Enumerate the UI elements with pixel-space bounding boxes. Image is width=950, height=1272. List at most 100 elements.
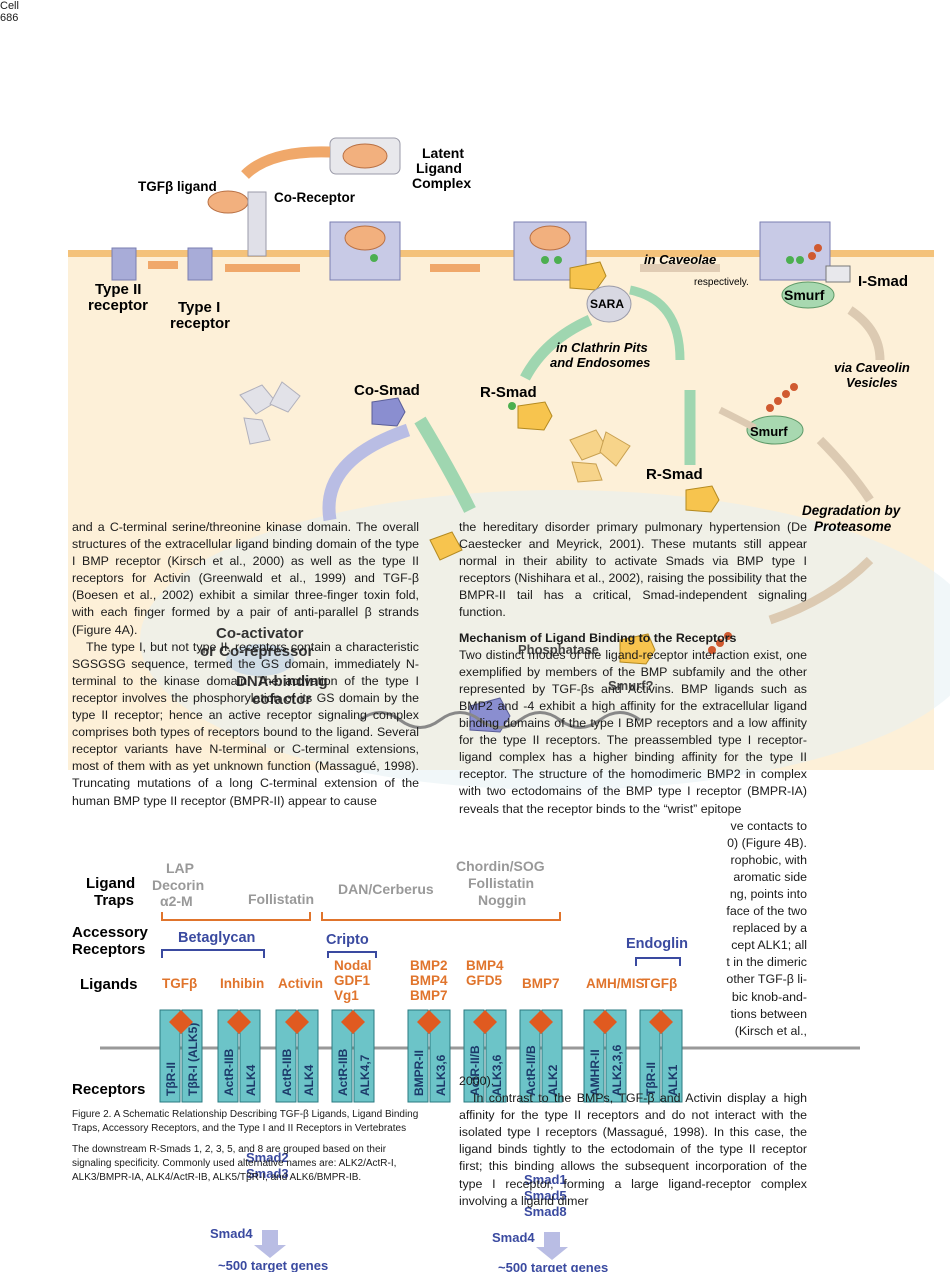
down-arrow-left xyxy=(254,1230,286,1258)
receptor-bar xyxy=(463,1009,485,1103)
ligand-traps-row-label: Ligand Traps xyxy=(86,875,139,909)
receptor-bar xyxy=(661,1009,683,1103)
paragraph: The type I, but not type II, receptors c… xyxy=(72,639,419,808)
receptor-bar xyxy=(353,1009,375,1103)
receptor-bar xyxy=(429,1009,451,1103)
receptor-label: ActR-IIB xyxy=(222,1048,236,1096)
nuclear-r-smad xyxy=(429,531,463,561)
ligands-row-label: Ligands xyxy=(80,976,138,993)
receptor-label: ALK3,6 xyxy=(434,1054,448,1096)
smurf-arrow xyxy=(718,406,757,432)
degradation-label: Degradation by Proteasome xyxy=(802,503,904,534)
figure-2-diagram: Ligand Traps Accessory Receptors Ligands… xyxy=(72,858,860,1272)
receptor-bar xyxy=(159,1009,181,1103)
dna-complex-smad xyxy=(469,697,511,733)
coactivator-label: Co-activator or Co-repressor xyxy=(200,625,314,660)
accessory-bracket-1 xyxy=(161,949,265,958)
body-column-left: and a C-terminal serine/threonine kinase… xyxy=(72,519,419,810)
receptor-label: ActR-II/B xyxy=(524,1045,538,1096)
target-genes-left-label: ~500 target genes xyxy=(218,1258,328,1272)
paragraph: and a C-terminal serine/threonine kinase… xyxy=(72,520,419,637)
r-smad-label-2: R-Smad xyxy=(646,466,703,483)
target-genes-right-label: ~500 target genes xyxy=(498,1260,608,1272)
trap-dan-label: DAN/Cerberus xyxy=(338,881,434,897)
type-i-receptor-label: Type I receptor xyxy=(170,299,230,332)
receptor-complex-2 xyxy=(513,221,607,291)
degradation-arrow xyxy=(816,436,874,503)
receptor-label: ActR-II/B xyxy=(468,1045,482,1096)
line-fragment: t in the dimeric xyxy=(726,955,807,970)
paragraph: In contrast to the BMPs, TGF-β and Activ… xyxy=(459,1091,807,1208)
type-ii-receptor-shape xyxy=(111,247,137,281)
ligand-label: Inhibin xyxy=(220,976,264,991)
dna-binding-label: DNA-binding cofactor xyxy=(236,673,332,708)
phosphatase-label: Phosphatase xyxy=(518,642,599,657)
accessory-bracket-3 xyxy=(635,957,681,966)
trap-bracket-2 xyxy=(321,912,561,921)
release-arrow xyxy=(241,146,331,180)
receptor-bar xyxy=(275,1009,297,1103)
endosome-arrow xyxy=(628,285,685,361)
co-smad-label: Co-Smad xyxy=(354,382,420,399)
smads-left-label: Smad2 Smad3 xyxy=(246,1150,292,1181)
receptor-bar xyxy=(519,1009,541,1103)
receptor-bar xyxy=(297,1009,319,1103)
figure-1-diagram: Latent Ligand Complex TGFβ ligand Co-Rec… xyxy=(68,137,950,790)
receptor-label: ALK3,6 xyxy=(490,1054,504,1096)
cell-membrane xyxy=(68,250,934,257)
receptor-label: ActR-IIB xyxy=(336,1048,350,1096)
ligand-diamond xyxy=(169,1010,193,1034)
receptor-pair: ActR-IIB ALK4,7 xyxy=(331,1009,375,1103)
receptor-label: TβR-II xyxy=(164,1062,178,1096)
trap-lap-label: LAP Decorin α2-M xyxy=(152,860,208,909)
receptor-label: ALK4,7 xyxy=(358,1054,372,1096)
receptor-bar xyxy=(217,1009,239,1103)
receptor-label: ALK4 xyxy=(302,1064,316,1096)
i-smad-label: I-Smad xyxy=(858,273,908,290)
receptor-label: ALK2,3,6 xyxy=(610,1044,624,1096)
caption-text: The downstream R-Smads 1, 2, 3, 5, and 8… xyxy=(72,1143,397,1184)
coactivator-shape xyxy=(226,644,294,676)
co-receptor-shape xyxy=(247,191,267,257)
tgfb-ligand-shape xyxy=(207,190,249,214)
nucleus xyxy=(140,490,950,790)
line-fragment: ng, points into xyxy=(729,886,807,901)
co-smad-arrow xyxy=(322,423,411,522)
ligand-diamond xyxy=(417,1010,441,1034)
receptor-bar xyxy=(605,1009,627,1103)
ligand-label: BMP7 xyxy=(522,976,560,991)
receptor-bar xyxy=(181,1009,203,1103)
trap-bracket-1 xyxy=(161,912,311,921)
r-smad-2-shape xyxy=(685,485,720,513)
receptor-label: ALK2 xyxy=(546,1064,560,1096)
figure-2-caption: Figure 2. A Schematic Relationship Descr… xyxy=(72,1108,419,1191)
receptors-row-label: Receptors xyxy=(72,1081,145,1098)
dna-strand xyxy=(359,711,641,729)
ligand-diamond xyxy=(649,1010,673,1034)
line-fragment: bic knob-and- xyxy=(731,989,807,1004)
receptor-bar xyxy=(541,1009,563,1103)
page-number: 686 xyxy=(0,12,19,24)
trimer-right xyxy=(569,429,631,483)
in-caveolae-label: in Caveolae xyxy=(644,252,716,267)
paragraph: the hereditary disorder primary pulmonar… xyxy=(459,520,807,620)
line-fragment: tions between xyxy=(730,1006,807,1021)
receptor-bar xyxy=(331,1009,353,1103)
accessory-endoglin-label: Endoglin xyxy=(626,936,688,952)
line-fragment: (Kirsch et al., xyxy=(734,1023,807,1038)
ligand-diamond xyxy=(473,1010,497,1034)
type-ii-receptor-label: Type II receptor xyxy=(88,281,148,314)
ligand-diamond xyxy=(227,1010,251,1034)
year-fragment: 2000). xyxy=(459,1074,495,1088)
trap-chordin-label: Chordin/SOG Follistatin Noggin xyxy=(456,858,549,908)
ligand-label: Activin xyxy=(278,976,323,991)
journal-name: Cell xyxy=(0,0,19,12)
ligand-label: TGFβ xyxy=(162,976,197,991)
